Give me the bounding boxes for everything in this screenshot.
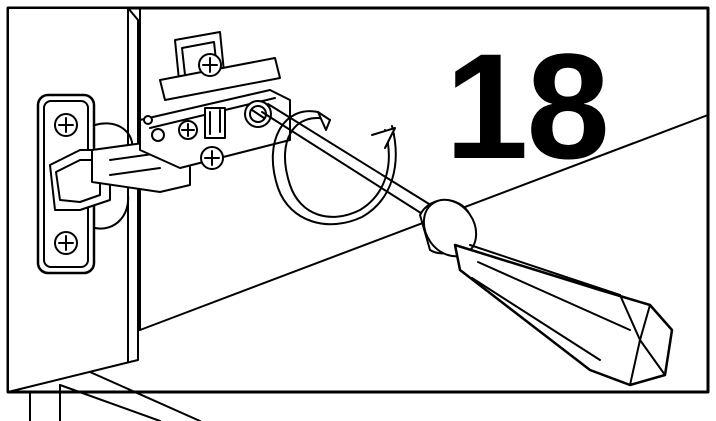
screw-icon — [54, 231, 78, 255]
screw-icon — [178, 120, 198, 140]
hinge-icon — [91, 31, 291, 193]
screwdriver-icon — [261, 103, 674, 387]
step-number: 18 — [445, 22, 608, 190]
screw-icon — [200, 146, 224, 170]
screw-icon — [54, 113, 78, 137]
screw-icon — [198, 53, 222, 77]
screw-icon — [244, 100, 272, 128]
hinge-mounting-plate — [36, 93, 134, 275]
